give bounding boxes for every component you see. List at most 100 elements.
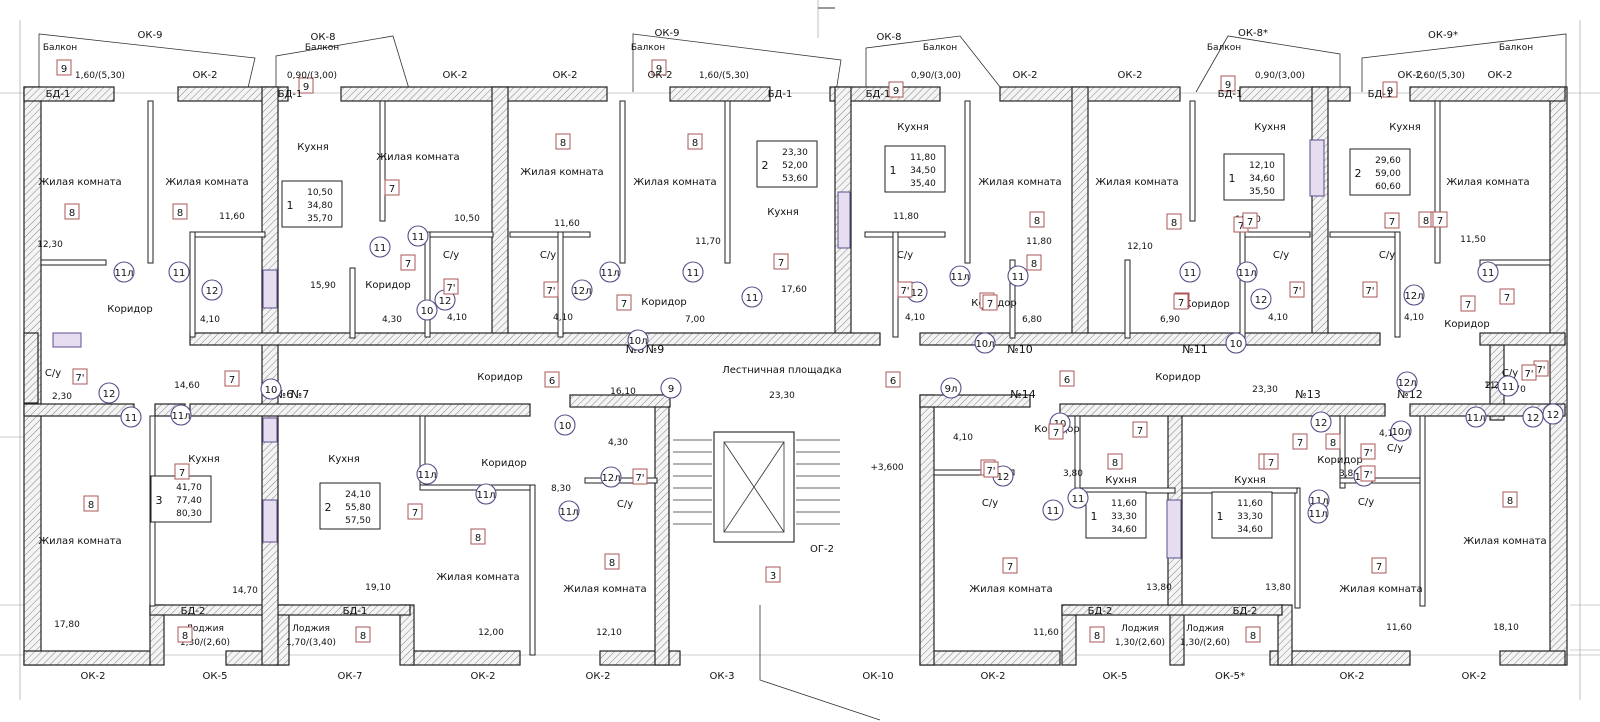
room-name-kitchen: Кухня bbox=[1105, 475, 1137, 486]
room-name-kitchen: Кухня bbox=[1389, 122, 1421, 133]
svg-text:7': 7' bbox=[1363, 448, 1372, 459]
door-tag: 11 bbox=[120, 406, 142, 428]
finish-tag: 7 bbox=[1173, 293, 1189, 310]
balcony-window-label: ОК-9 bbox=[655, 28, 680, 39]
door-tag: 9 bbox=[660, 377, 682, 399]
window-label-bottom: ОК-2 bbox=[1462, 671, 1487, 682]
svg-text:11: 11 bbox=[1482, 268, 1495, 279]
room-name-kitchen: Кухня bbox=[1234, 475, 1266, 486]
finish-tag: 8 bbox=[1166, 213, 1182, 230]
svg-text:12: 12 bbox=[1315, 418, 1328, 429]
finish-tag: 7 bbox=[1002, 557, 1018, 574]
svg-text:8: 8 bbox=[1330, 438, 1336, 449]
balcony-tag: 9 bbox=[888, 81, 904, 98]
apartment-area-1: 52,00 bbox=[782, 161, 808, 171]
svg-text:10л: 10л bbox=[1391, 427, 1410, 438]
room-name-bath: С/у bbox=[982, 498, 998, 509]
room-name-bath: С/у bbox=[443, 250, 459, 261]
room-area: 11,60 bbox=[1386, 623, 1412, 633]
room-area: 11,80 bbox=[893, 212, 919, 222]
svg-text:7': 7' bbox=[1365, 286, 1374, 297]
svg-text:11: 11 bbox=[374, 243, 387, 254]
window-label-bottom: ОК-2 bbox=[81, 671, 106, 682]
apartment-info-block bbox=[281, 180, 343, 228]
window-label-top: ОК-2 bbox=[1488, 70, 1513, 81]
svg-text:11л: 11л bbox=[1308, 509, 1327, 520]
svg-text:7': 7' bbox=[1292, 286, 1301, 297]
room-name-kitchen: Кухня bbox=[188, 454, 220, 465]
loggia-walls bbox=[149, 604, 1293, 666]
svg-text:8: 8 bbox=[177, 208, 183, 219]
apartment-room-count: 1 bbox=[1217, 510, 1224, 523]
room-area: 4,10 bbox=[1268, 313, 1288, 323]
svg-text:8: 8 bbox=[88, 500, 94, 511]
room-area: 23,30 bbox=[1252, 385, 1278, 395]
apartment-area-2: 34,60 bbox=[1111, 525, 1137, 535]
svg-text:8: 8 bbox=[1112, 458, 1118, 469]
balcony-label: Балкон bbox=[923, 43, 957, 53]
svg-text:8: 8 bbox=[182, 631, 188, 642]
room-area: 13,80 bbox=[1265, 583, 1291, 593]
balcony-door-label: БД-1 bbox=[768, 89, 793, 100]
door-tag: 12л bbox=[571, 279, 593, 301]
room-name-corridor: Коридор bbox=[1444, 319, 1489, 330]
apartment-area-0: 29,60 bbox=[1375, 156, 1401, 166]
svg-text:7': 7' bbox=[1524, 369, 1533, 380]
finish-tag: 8 bbox=[1029, 211, 1045, 228]
svg-text:10л: 10л bbox=[975, 339, 994, 350]
room-area: 11,60 bbox=[1484, 381, 1510, 391]
door-tag: 11 bbox=[1477, 261, 1499, 283]
loggia-label: Лоджия bbox=[1186, 624, 1224, 634]
balcony-tag: 9 bbox=[651, 59, 667, 76]
door-tag: 11л bbox=[475, 483, 497, 505]
finish-tag: 8 bbox=[83, 495, 99, 512]
room-name-living: Жилая комната bbox=[1446, 177, 1529, 188]
room-area: 3,80 bbox=[1063, 469, 1083, 479]
apartment-info-block bbox=[1223, 153, 1285, 201]
svg-text:12: 12 bbox=[1527, 413, 1540, 424]
room-name-living: Жилая комната bbox=[38, 536, 121, 547]
room-name-bath: С/у bbox=[1358, 497, 1374, 508]
room-name-bath: С/у bbox=[617, 499, 633, 510]
room-name-corridor: Коридор bbox=[365, 280, 410, 291]
bath-tag: 7' bbox=[897, 281, 913, 298]
window-label-bottom: ОК-2 bbox=[471, 671, 496, 682]
apartment-area-0: 24,10 bbox=[345, 490, 371, 500]
room-name-living: Жилая комната bbox=[520, 167, 603, 178]
room-name-bath: С/у bbox=[45, 368, 61, 379]
svg-text:11: 11 bbox=[173, 268, 186, 279]
window-label-top: ОК-2 bbox=[443, 70, 468, 81]
svg-text:8: 8 bbox=[1250, 631, 1256, 642]
balcony-window-label: ОК-8 bbox=[311, 32, 336, 43]
stair-landing-area: 23,30 bbox=[769, 391, 795, 401]
door-tag: 11 bbox=[1067, 487, 1089, 509]
door-tag: 10л bbox=[1390, 420, 1412, 442]
finish-tag: 7 bbox=[1460, 295, 1476, 312]
svg-text:7: 7 bbox=[179, 468, 185, 479]
svg-text:10: 10 bbox=[1230, 339, 1243, 350]
apartment-area-0: 12,10 bbox=[1249, 161, 1275, 171]
room-area: 7,00 bbox=[685, 315, 705, 325]
room-name-kitchen: Кухня bbox=[297, 142, 329, 153]
door-tag: 11 bbox=[1042, 499, 1064, 521]
apartment-area-2: 35,40 bbox=[910, 179, 936, 189]
svg-text:10: 10 bbox=[421, 306, 434, 317]
apartment-area-1: 34,80 bbox=[307, 201, 333, 211]
finish-tag: 7 bbox=[224, 370, 240, 387]
room-area: 11,60 bbox=[219, 212, 245, 222]
room-name-bath: С/у bbox=[1502, 368, 1518, 379]
finish-tag: 8 bbox=[604, 553, 620, 570]
svg-text:8: 8 bbox=[475, 533, 481, 544]
loggia-label: Лоджия bbox=[292, 624, 330, 634]
balcony-window-label: ОК-9 bbox=[138, 30, 163, 41]
svg-text:9: 9 bbox=[303, 82, 309, 93]
door-tag: 10л bbox=[974, 332, 996, 354]
window-label-top: ОК-2 bbox=[553, 70, 578, 81]
svg-text:11: 11 bbox=[1184, 268, 1197, 279]
bath-tag: 7' bbox=[632, 468, 648, 485]
finish-tag: 7 bbox=[1263, 453, 1279, 470]
apartment-area-2: 53,60 bbox=[782, 174, 808, 184]
finish-tag: 7 bbox=[1292, 433, 1308, 450]
room-area: 11,50 bbox=[1460, 235, 1486, 245]
